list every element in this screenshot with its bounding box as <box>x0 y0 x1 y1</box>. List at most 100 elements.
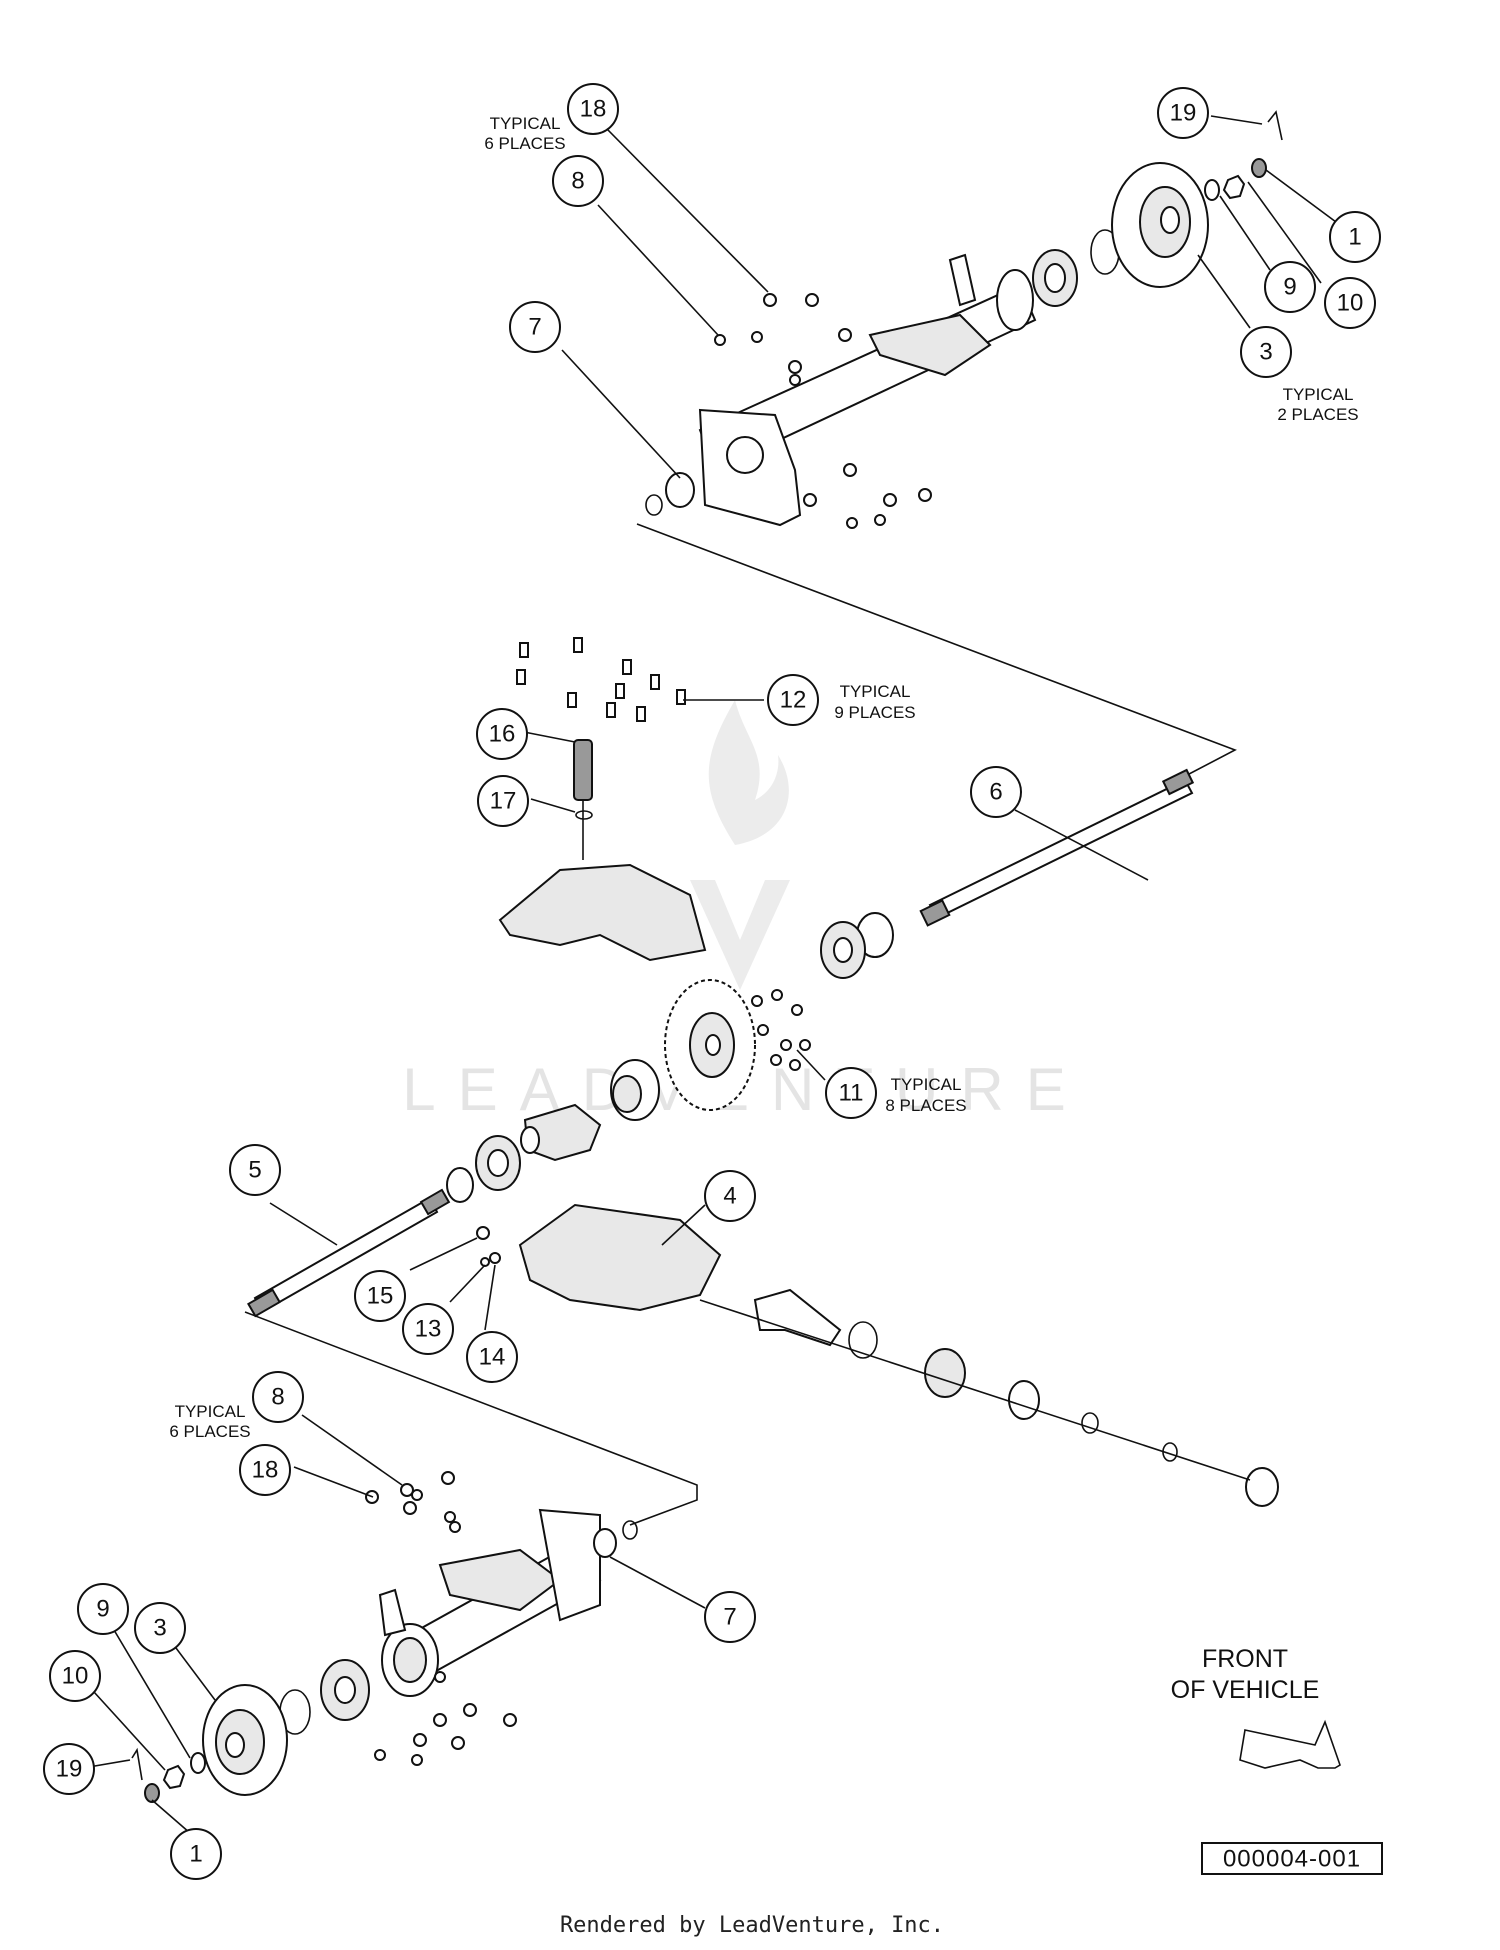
note-typical-2-2: 2 PLACES <box>1277 405 1358 424</box>
cotter-pin-bottom <box>131 1747 143 1781</box>
pinion-axis-line <box>699 1299 1251 1481</box>
callout-top-3[interactable]: 3 <box>1240 326 1292 378</box>
differential-assembly <box>244 637 1279 1526</box>
washer-13 <box>480 1257 490 1267</box>
bolt-group-top <box>714 293 932 529</box>
bolt-14 <box>489 1252 501 1264</box>
svg-text:7: 7 <box>528 314 541 341</box>
callout-12[interactable]: 12 <box>767 674 819 726</box>
callout-top-9[interactable]: 9 <box>1264 261 1316 313</box>
callout-14[interactable]: 14 <box>466 1331 518 1383</box>
cotter-pin-top <box>1267 110 1283 141</box>
pinion-shaft <box>753 1288 842 1347</box>
washer-bottom <box>190 1752 206 1774</box>
mounting-plate-bottom <box>538 1508 601 1622</box>
nut-bottom <box>162 1764 186 1790</box>
o-ring-17 <box>575 810 593 820</box>
svg-text:17: 17 <box>490 788 517 815</box>
bearing-5b <box>446 1167 474 1203</box>
callout-5[interactable]: 5 <box>229 1144 281 1196</box>
callout-6[interactable]: 6 <box>970 766 1022 818</box>
svg-text:12: 12 <box>780 687 807 714</box>
svg-text:9: 9 <box>96 1596 109 1623</box>
svg-text:3: 3 <box>153 1615 166 1642</box>
note-typical-9-2: 9 PLACES <box>834 703 915 722</box>
svg-text:10: 10 <box>1337 290 1364 317</box>
front-label-1: FRONT <box>1202 1645 1288 1673</box>
svg-text:19: 19 <box>56 1756 83 1783</box>
svg-text:7: 7 <box>723 1604 736 1631</box>
svg-text:3: 3 <box>1259 339 1272 366</box>
seal-bottom <box>593 1528 617 1558</box>
note-typical-6-top-2: 6 PLACES <box>484 134 565 153</box>
tab-top <box>948 253 977 307</box>
bearing-pinion-2 <box>1008 1380 1040 1420</box>
bolt-group-11 <box>751 989 811 1071</box>
housing-flange-top <box>996 269 1034 331</box>
bolt-group-12 <box>516 637 686 722</box>
nut-top <box>1222 174 1246 200</box>
footer-credit: Rendered by LeadVenture, Inc. <box>560 1913 944 1938</box>
callout-top-18[interactable]: 18 <box>567 83 619 135</box>
svg-text:11: 11 <box>839 1080 864 1107</box>
callout-bot-8[interactable]: 8 <box>252 1371 304 1423</box>
tab-bottom <box>378 1588 407 1637</box>
seal-top <box>665 472 695 508</box>
svg-text:4: 4 <box>723 1183 736 1210</box>
callout-top-7[interactable]: 7 <box>509 301 561 353</box>
typical-notes: TYPICAL 6 PLACES TYPICAL 2 PLACES TYPICA… <box>169 114 1358 1441</box>
castle-cap-bottom <box>144 1783 160 1803</box>
seal-pinion <box>1245 1467 1279 1507</box>
breather-tube <box>573 739 593 801</box>
axle-shaft-6 <box>928 778 1194 920</box>
note-typical-6-bot-1: TYPICAL <box>175 1402 246 1421</box>
callout-top-1[interactable]: 1 <box>1329 211 1381 263</box>
drawing-number-box: 000004-001 <box>1201 1842 1383 1875</box>
callout-17[interactable]: 17 <box>477 775 529 827</box>
transaxle-housing <box>518 1203 722 1312</box>
note-typical-8-2: 8 PLACES <box>885 1096 966 1115</box>
svg-text:18: 18 <box>252 1457 279 1484</box>
plug-15 <box>476 1226 490 1240</box>
svg-text:14: 14 <box>479 1344 506 1371</box>
svg-text:16: 16 <box>489 721 516 748</box>
note-typical-8-1: TYPICAL <box>891 1075 962 1094</box>
svg-text:13: 13 <box>415 1316 442 1343</box>
front-label-2: OF VEHICLE <box>1171 1676 1320 1704</box>
bracket-bottom <box>438 1548 562 1612</box>
drawing-number: 000004-001 <box>1223 1846 1361 1873</box>
callout-bot-19[interactable]: 19 <box>43 1743 95 1795</box>
callout-bot-7[interactable]: 7 <box>704 1591 756 1643</box>
washer-top <box>1204 179 1220 201</box>
callout-top-8[interactable]: 8 <box>552 155 604 207</box>
callout-bot-18[interactable]: 18 <box>239 1444 291 1496</box>
note-typical-2-1: TYPICAL <box>1283 385 1354 404</box>
note-typical-6-bot-2: 6 PLACES <box>169 1422 250 1441</box>
callout-bot-1[interactable]: 1 <box>170 1828 222 1880</box>
svg-text:10: 10 <box>62 1663 89 1690</box>
leader-lines <box>82 115 1337 1834</box>
svg-text:1: 1 <box>189 1841 202 1868</box>
svg-text:8: 8 <box>571 168 584 195</box>
callout-13[interactable]: 13 <box>402 1303 454 1355</box>
callout-bot-3[interactable]: 3 <box>134 1602 186 1654</box>
callout-top-10[interactable]: 10 <box>1324 277 1376 329</box>
note-typical-6-top-1: TYPICAL <box>490 114 561 133</box>
note-typical-9-1: TYPICAL <box>840 682 911 701</box>
callout-bot-10[interactable]: 10 <box>49 1650 101 1702</box>
svg-text:1: 1 <box>1348 224 1361 251</box>
callout-bot-9[interactable]: 9 <box>77 1583 129 1635</box>
callout-4[interactable]: 4 <box>704 1170 756 1222</box>
top-axle-housing-assembly <box>636 110 1283 786</box>
plate-hole <box>726 436 764 474</box>
ring-pinion <box>1081 1412 1099 1434</box>
callout-15[interactable]: 15 <box>354 1270 406 1322</box>
bolt-group-bottom <box>365 1471 517 1766</box>
svg-text:5: 5 <box>248 1157 261 1184</box>
callout-16[interactable]: 16 <box>476 708 528 760</box>
callout-11[interactable]: 11 <box>825 1067 877 1119</box>
direction-arrow-icon <box>1239 1719 1341 1769</box>
svg-text:18: 18 <box>580 96 607 123</box>
callout-top-19[interactable]: 19 <box>1157 87 1209 139</box>
